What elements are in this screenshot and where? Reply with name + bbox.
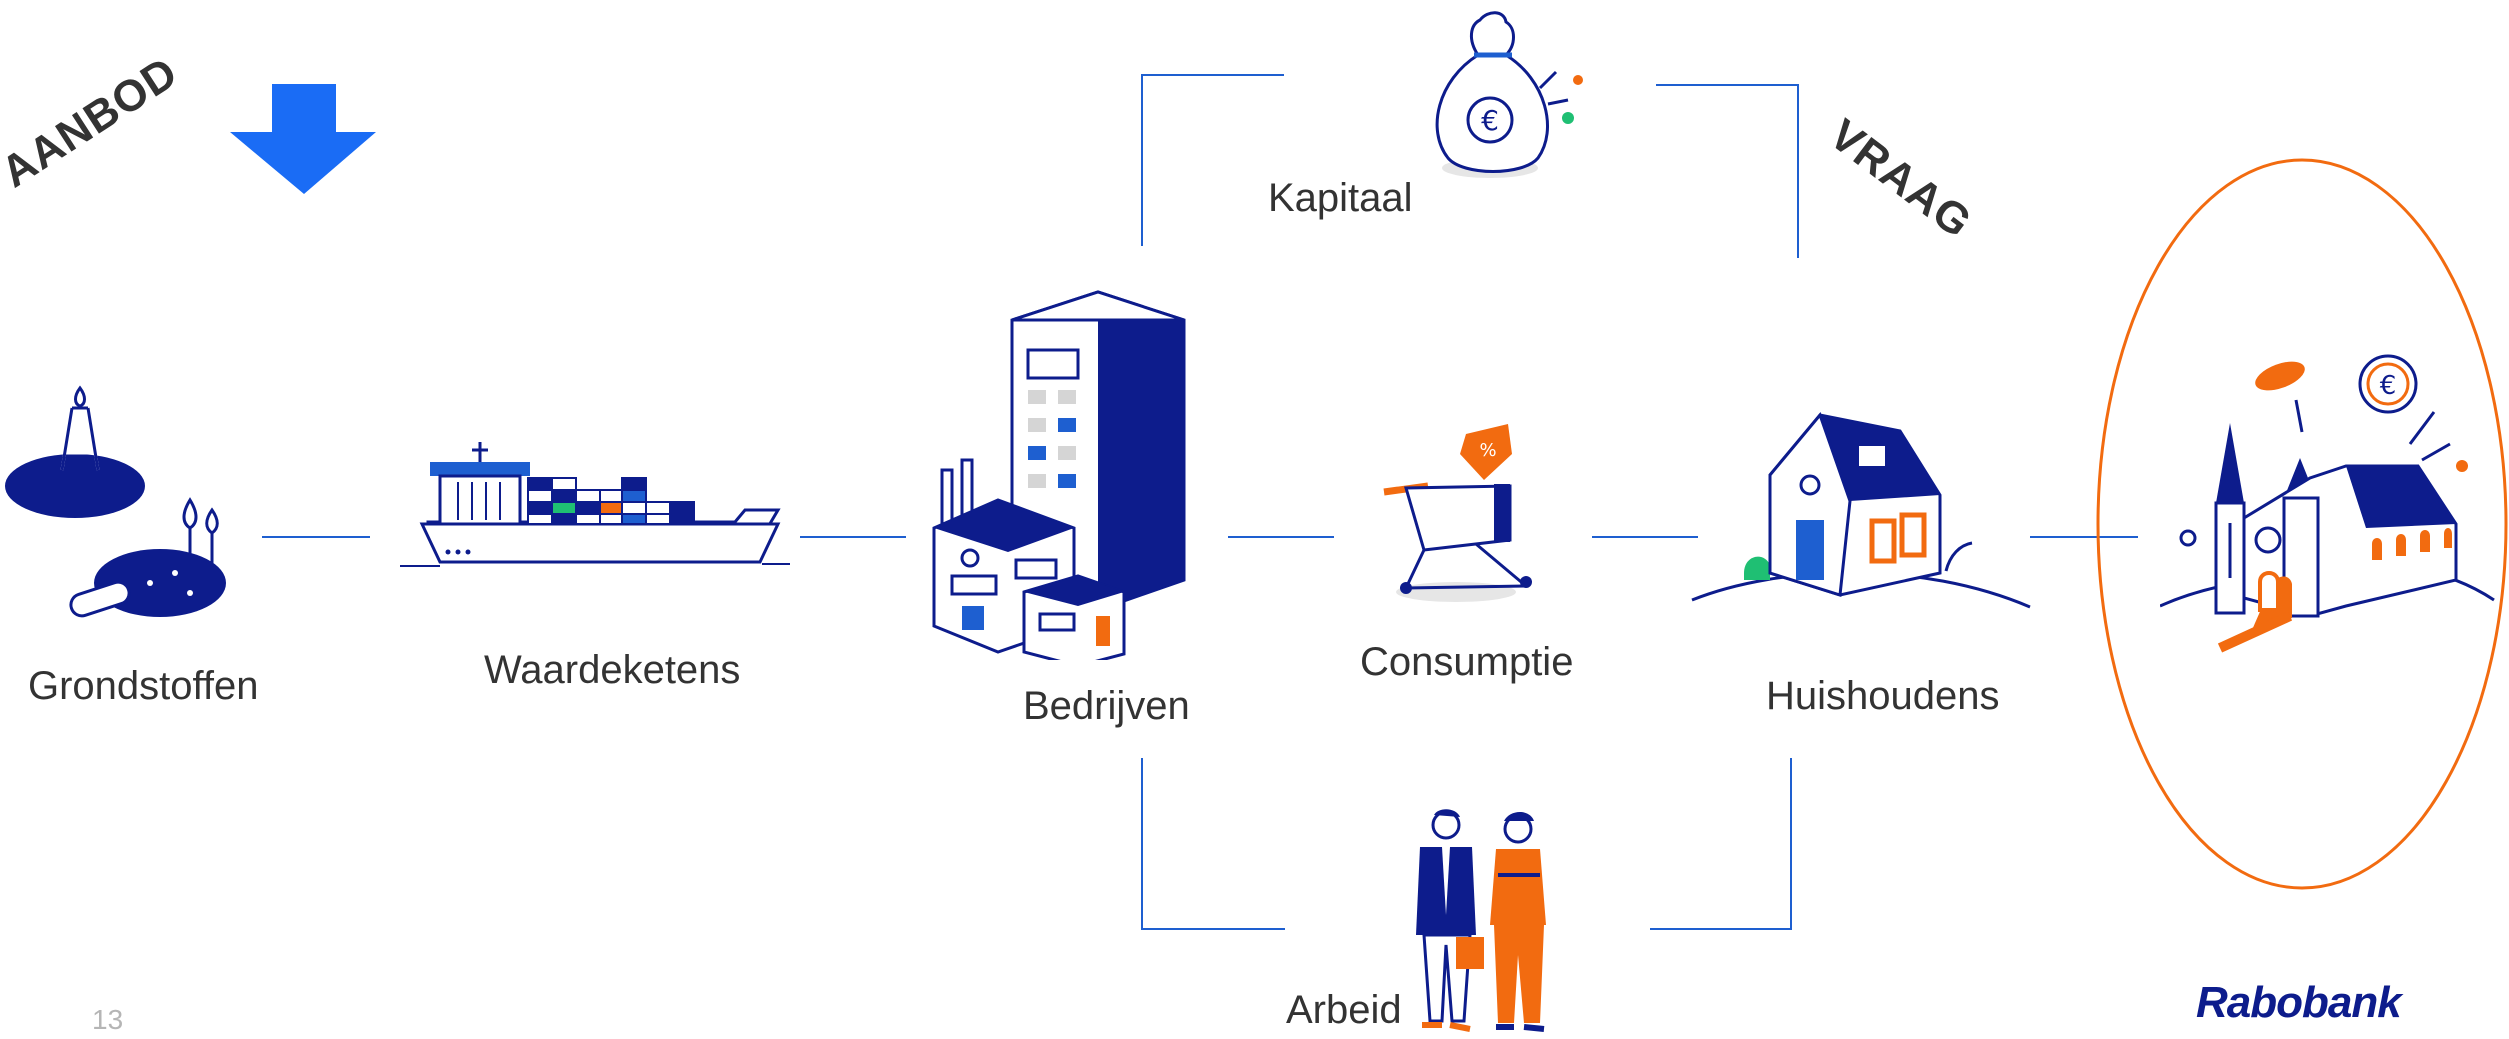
- connector-line: [1592, 536, 1698, 538]
- shopping-cart-icon: %: [1383, 424, 1532, 602]
- bedrijven-label: Bedrijven: [1023, 684, 1190, 728]
- svg-text:€: €: [1481, 104, 1499, 137]
- labour-loop-line: [1141, 758, 1143, 930]
- connector-line: [262, 536, 370, 538]
- grondstoffen-label: Grondstoffen: [28, 664, 259, 708]
- workers-icon: [1416, 809, 1546, 1032]
- money-bag-euro-icon: €: [1435, 11, 1583, 178]
- highlight-oval: [2096, 158, 2508, 890]
- waardeketens-label: Waardeketens: [484, 648, 741, 692]
- labour-loop-line: [1141, 928, 1285, 930]
- aanbod-label: AANBOD: [0, 47, 187, 198]
- capital-loop-line: [1797, 84, 1799, 258]
- svg-text:%: %: [1479, 440, 1496, 461]
- consumptie-label: Consumptie: [1360, 640, 1574, 684]
- labour-loop-line: [1650, 928, 1792, 930]
- container-ship-icon: [400, 442, 790, 567]
- capital-loop-line: [1141, 74, 1284, 76]
- capital-loop-line: [1141, 74, 1143, 246]
- rabobank-logo: Rabobank: [2196, 978, 2402, 1027]
- arbeid-label: Arbeid: [1286, 988, 1402, 1032]
- slide-number: 13: [92, 1004, 124, 1035]
- oil-rig-and-field-icon: [5, 385, 226, 618]
- labour-loop-line: [1790, 758, 1792, 930]
- huishoudens-label: Huishoudens: [1766, 674, 2000, 718]
- down-arrow-icon: [230, 84, 376, 194]
- connector-line: [1228, 536, 1334, 538]
- connector-line: [800, 536, 906, 538]
- house-icon: [1691, 412, 2031, 609]
- capital-loop-line: [1656, 84, 1799, 86]
- connector-line: [2030, 536, 2138, 538]
- vraag-label: VRAAG: [1820, 110, 1981, 248]
- church-with-coins-icon: €: [2160, 354, 2495, 653]
- office-and-factory-icon: [932, 290, 1186, 660]
- kapitaal-label: Kapitaal: [1268, 176, 1413, 220]
- svg-text:€: €: [2380, 371, 2397, 401]
